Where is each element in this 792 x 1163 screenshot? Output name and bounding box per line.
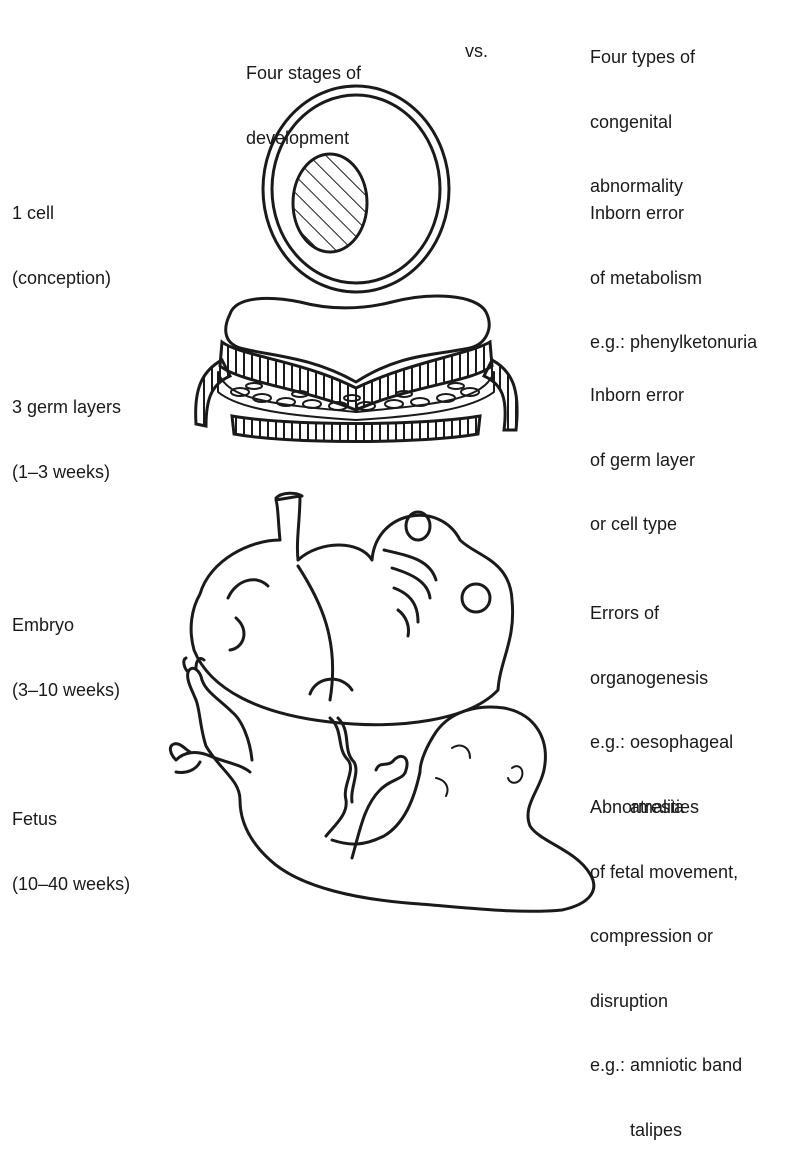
embryo-limb-left [230,618,244,650]
fetus-ear [508,766,522,783]
cell-nucleus [293,154,367,252]
germ-layer-left-arm [196,360,230,426]
abn-4-line-5: e.g.: amniotic band [590,1055,742,1077]
abn-4-line-6: talipes [590,1120,742,1142]
fetus-umbilical-cord [326,718,356,836]
germ-layer-illustration [196,296,518,441]
fetus-face [436,746,470,796]
illustrations-canvas [0,0,792,934]
embryo-ear [462,584,490,612]
cell-illustration [263,86,449,292]
fetus-illustration [170,658,593,911]
embryo-illustration [191,493,513,724]
embryo-heart-bulge [228,580,268,598]
fetus-foot-lower [170,744,200,773]
embryo-hand [384,550,436,636]
abn-4-line-4: disruption [590,991,742,1013]
fetus-outline [196,700,594,911]
